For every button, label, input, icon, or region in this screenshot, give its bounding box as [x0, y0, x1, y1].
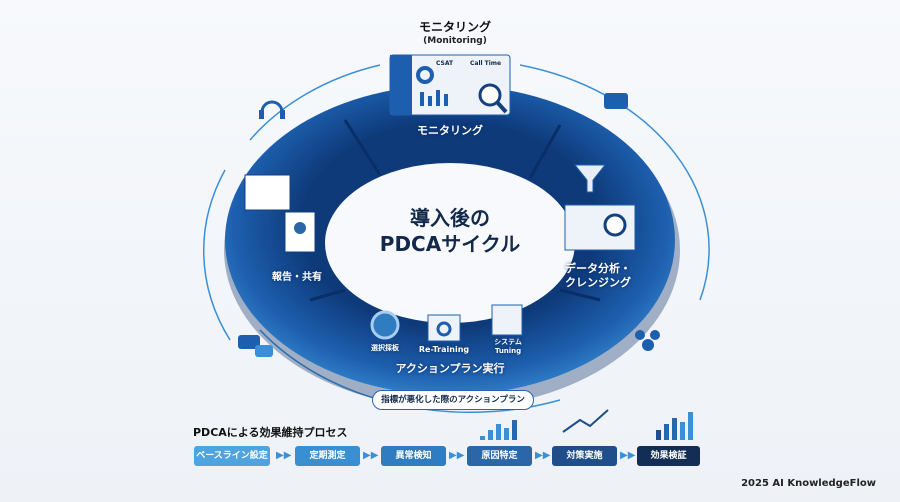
call-time-card-label: Call Time [470, 60, 502, 67]
process-step-verify: 効果検証 [637, 446, 700, 466]
process-step-baseline: ベースライン設定 [194, 446, 270, 466]
process-step-cause: 原因特定 [467, 446, 532, 466]
double-arrow-icon: ▶▶ [363, 450, 379, 461]
footer-credit: 2025 AI KnowledgeFlow [741, 478, 876, 489]
dashboard-icon [389, 54, 511, 116]
funnel-chart-icon [564, 164, 636, 251]
outer-cycle-arc [519, 64, 710, 301]
report-label: 報告・共有 [272, 272, 322, 283]
center-title-line2: PDCAサイクル [379, 232, 521, 256]
double-arrow-icon: ▶▶ [535, 450, 551, 461]
double-arrow-icon: ▶▶ [276, 450, 292, 461]
process-step-detect: 異常検知 [381, 446, 446, 466]
presentation-icon [244, 174, 316, 253]
center-title-line1: 導入後の [410, 206, 490, 230]
analysis-line1: データ分析・ [565, 262, 631, 275]
analysis-line2: クレンジング [565, 276, 631, 289]
outer-cycle-arc [249, 64, 381, 141]
csat-card-label: CSAT [436, 60, 454, 67]
process-step-countermeasure: 対策実施 [552, 446, 617, 466]
action-plan-label: アクションプラン実行 [395, 362, 505, 375]
double-arrow-icon: ▶▶ [449, 450, 465, 461]
action-left-label: 選択採板 [371, 344, 399, 352]
monitoring-title: モニタリング [418, 20, 491, 34]
system-tuning-line2: Tuning [494, 347, 522, 355]
monitoring-ring-label: モニタリング [417, 124, 483, 137]
system-tuning-line1: システム [494, 338, 522, 346]
analysis-label: データ分析・クレンジング [548, 262, 648, 290]
process-title: PDCAによる効果維持プロセス [193, 426, 348, 439]
retraining-label: Re-Training [418, 345, 470, 354]
headset-icon [259, 100, 285, 119]
outer-cycle-arc [202, 169, 231, 341]
double-arrow-icon: ▶▶ [620, 450, 636, 461]
action-icons [370, 304, 523, 342]
pdca-ring [224, 85, 680, 408]
action-plan-callout: 指標が悪化した際のアクションプラン [372, 390, 534, 410]
users-icon [635, 330, 660, 351]
bar-chart-decoration [480, 409, 693, 440]
monitoring-subtitle: (Monitoring) [423, 36, 487, 46]
chat-bubbles-icon [238, 93, 628, 357]
process-step-measure: 定期測定 [295, 446, 360, 466]
